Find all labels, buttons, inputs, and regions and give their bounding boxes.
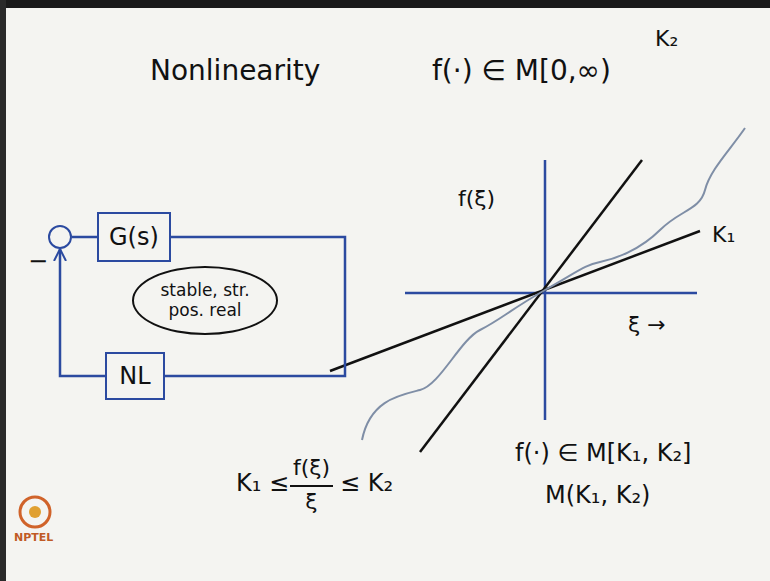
sign-label: −: [28, 247, 48, 275]
signal-wire: [72, 236, 97, 239]
signal-wire: [60, 249, 105, 376]
node-text: stable, str. pos. real: [156, 280, 254, 321]
property-oval: stable, str. pos. real: [132, 266, 278, 335]
sector-class: M(K₁, K₂): [545, 482, 650, 510]
logo-ring: [20, 497, 50, 527]
k2-line: [420, 160, 642, 452]
board-edge: [0, 0, 770, 8]
sector-class: f(·) ∈ M[K₁, K₂]: [515, 440, 691, 468]
nonlinearity-curve: [362, 128, 745, 440]
logo-core: [29, 506, 41, 518]
inequality: K₁ ≤: [236, 470, 289, 498]
watermark: NPTEL: [14, 532, 53, 545]
summing-junction: −: [48, 225, 72, 249]
slope-label: K₁: [712, 222, 735, 247]
k1-line: [330, 231, 700, 371]
nonlinearity-box: NL: [105, 352, 165, 400]
xi-axis: [405, 292, 697, 295]
slope-label: K₂: [655, 26, 678, 51]
board-edge: [0, 0, 6, 581]
axis-label: ξ →: [628, 312, 666, 337]
fraction-bar: [290, 485, 333, 487]
fraction-top: f(ξ): [287, 455, 336, 480]
set-membership: f(·) ∈ M[0,∞): [432, 55, 611, 87]
heading: Nonlinearity: [150, 55, 320, 87]
node-text: NL: [119, 362, 150, 390]
inequality: ≤ K₂: [340, 470, 393, 498]
axis-label: f(ξ): [458, 186, 495, 211]
plant-box: G(s): [97, 212, 171, 262]
fraction-bottom: ξ: [287, 489, 336, 514]
node-text: G(s): [109, 223, 159, 251]
